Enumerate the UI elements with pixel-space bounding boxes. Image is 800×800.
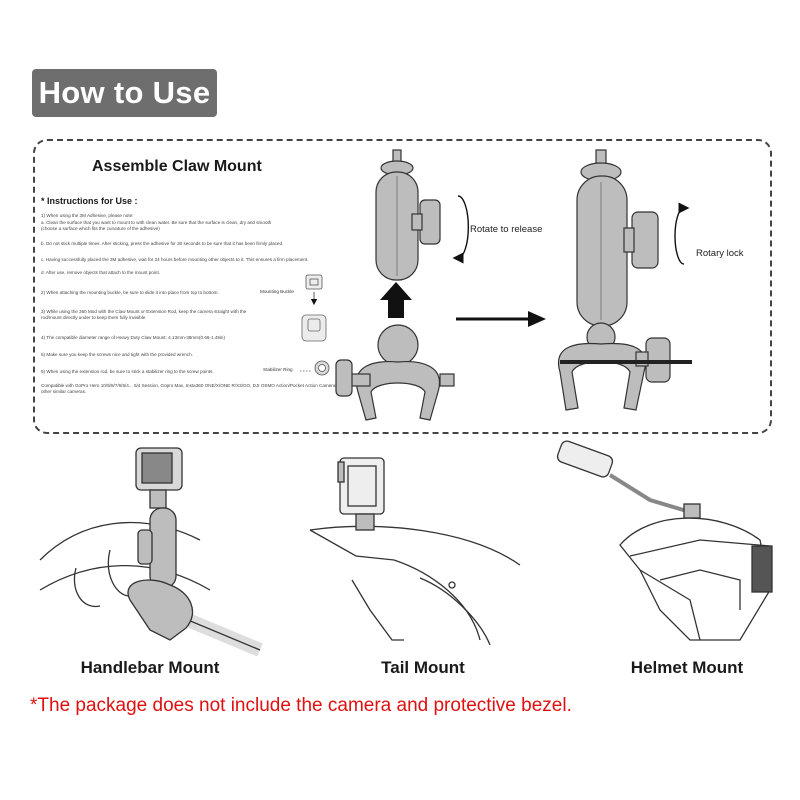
claw-clamp-icon (335, 324, 455, 421)
instruction-line: 4) The compatible diameter range of Heav… (41, 335, 226, 340)
compatibility-text: Compatible with GoPro Hero 10/9/8/7/6/5/… (41, 383, 341, 394)
rotate-arrow-icon (452, 195, 470, 264)
tail-scene-icon (309, 457, 521, 646)
instruction-line: (choose a surface which fits the curvatu… (41, 226, 160, 231)
instruction-line: 5) Make sure you keep the screws nice an… (41, 352, 193, 357)
assembled-mount-icon (557, 149, 692, 411)
instruction-line: d. After use, remove objects that attach… (41, 270, 160, 275)
instruction-line: c. Having successfully placed the 3M adh… (41, 257, 309, 262)
instruction-line: 6) When using the extension rod, be sure… (41, 369, 214, 374)
helmet-scene-icon (556, 440, 773, 641)
ball-arm-icon (375, 149, 441, 281)
instruction-panel (33, 139, 772, 434)
instruction-line: a. Clean the surface that you want to mo… (41, 220, 272, 225)
assemble-title: Assemble Claw Mount (92, 158, 262, 175)
mounting-buckle-label: Mounting Buckle (260, 289, 294, 294)
how-to-use-banner: How to Use (32, 69, 217, 117)
right-arrow-icon (456, 311, 546, 327)
instruction-line: 3) While using the 360 Mod with the Claw… (41, 309, 247, 314)
stabilizer-ring-label: Stabilizer Ring (263, 367, 293, 372)
instruction-line: 2) When attaching the mounting buckle, b… (41, 290, 219, 295)
handlebar-mount-label: Handlebar Mount (80, 658, 220, 677)
rotary-lock-label: Rotary lock (696, 248, 744, 259)
helmet-mount-label: Helmet Mount (630, 658, 744, 677)
package-note: *The package does not include the camera… (30, 695, 572, 716)
instructions-heading: * Instructions for Use : (41, 196, 138, 206)
instruction-line: 1) When using the 3M Adhesive, please no… (41, 213, 134, 218)
adhesive-mount-icon (301, 314, 327, 342)
instruction-line: b. Do not stick multiple times. After st… (41, 241, 284, 246)
handlebar-scene-icon (39, 447, 263, 657)
stabilizer-ring-icon (300, 360, 330, 376)
rotary-lock-arrow-icon (674, 202, 690, 265)
instruction-line: rod/mount directly under to keep them fu… (41, 315, 146, 320)
rotate-release-label: Rotate to release (470, 224, 543, 235)
mounting-buckle-icon (305, 274, 323, 306)
up-arrow-icon (380, 282, 412, 318)
tail-mount-label: Tail Mount (381, 658, 465, 677)
